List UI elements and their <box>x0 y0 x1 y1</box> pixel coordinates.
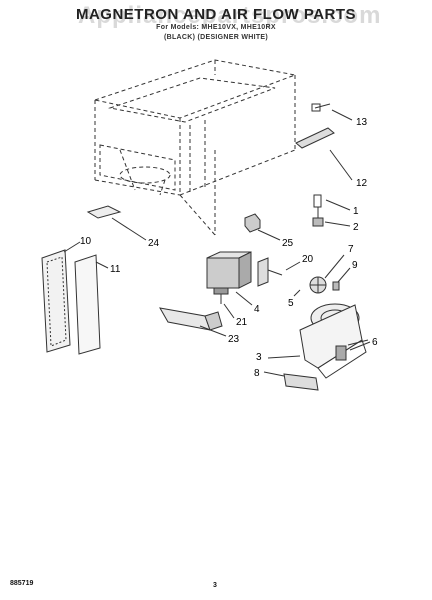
part-1-2-fuse <box>312 194 324 227</box>
part-11-panel <box>74 254 101 355</box>
callout-8: 8 <box>254 368 260 379</box>
callout-9: 9 <box>352 260 358 271</box>
callout-21: 21 <box>236 317 248 328</box>
part-4-magnetron <box>206 251 252 304</box>
page-number: 3 <box>213 582 217 589</box>
color-subtitle: (BLACK) (DESIGNER WHITE) <box>163 34 269 41</box>
callout-25: 25 <box>282 238 294 249</box>
model-subtitle: For Models: MHE10VX, MHE10RX <box>156 24 276 31</box>
part-23-bracket <box>159 307 223 331</box>
callout-24: 24 <box>148 238 160 249</box>
callout-1: 1 <box>353 206 359 217</box>
part-13-screw <box>311 103 331 112</box>
part-20-bracket <box>257 257 283 287</box>
callout-2: 2 <box>353 222 359 233</box>
page-title: MAGNETRON AND AIR FLOW PARTS <box>75 6 357 23</box>
part-code: 885719 <box>10 580 34 587</box>
part-8-strip <box>283 373 319 391</box>
part-25-block <box>244 213 261 233</box>
callout-12: 12 <box>356 178 368 189</box>
callout-7: 7 <box>348 244 354 255</box>
callout-23: 23 <box>228 334 240 345</box>
callout-13: 13 <box>356 117 368 128</box>
part-24-plate <box>86 205 122 219</box>
part-6-fan-assembly <box>299 303 369 379</box>
callout-11: 11 <box>110 264 121 275</box>
callout-20: 20 <box>302 254 314 265</box>
callout-10: 10 <box>80 236 92 247</box>
callout-4: 4 <box>254 304 260 315</box>
part-7-fan <box>309 276 327 294</box>
cavity-outline <box>93 59 297 236</box>
watermark: Appliancepartspros.com <box>78 2 382 29</box>
callout-6: 6 <box>372 337 378 348</box>
part-12-strip <box>295 127 335 149</box>
part-10-panel <box>41 249 71 353</box>
callout-3: 3 <box>256 352 262 363</box>
callout-5: 5 <box>288 298 294 309</box>
